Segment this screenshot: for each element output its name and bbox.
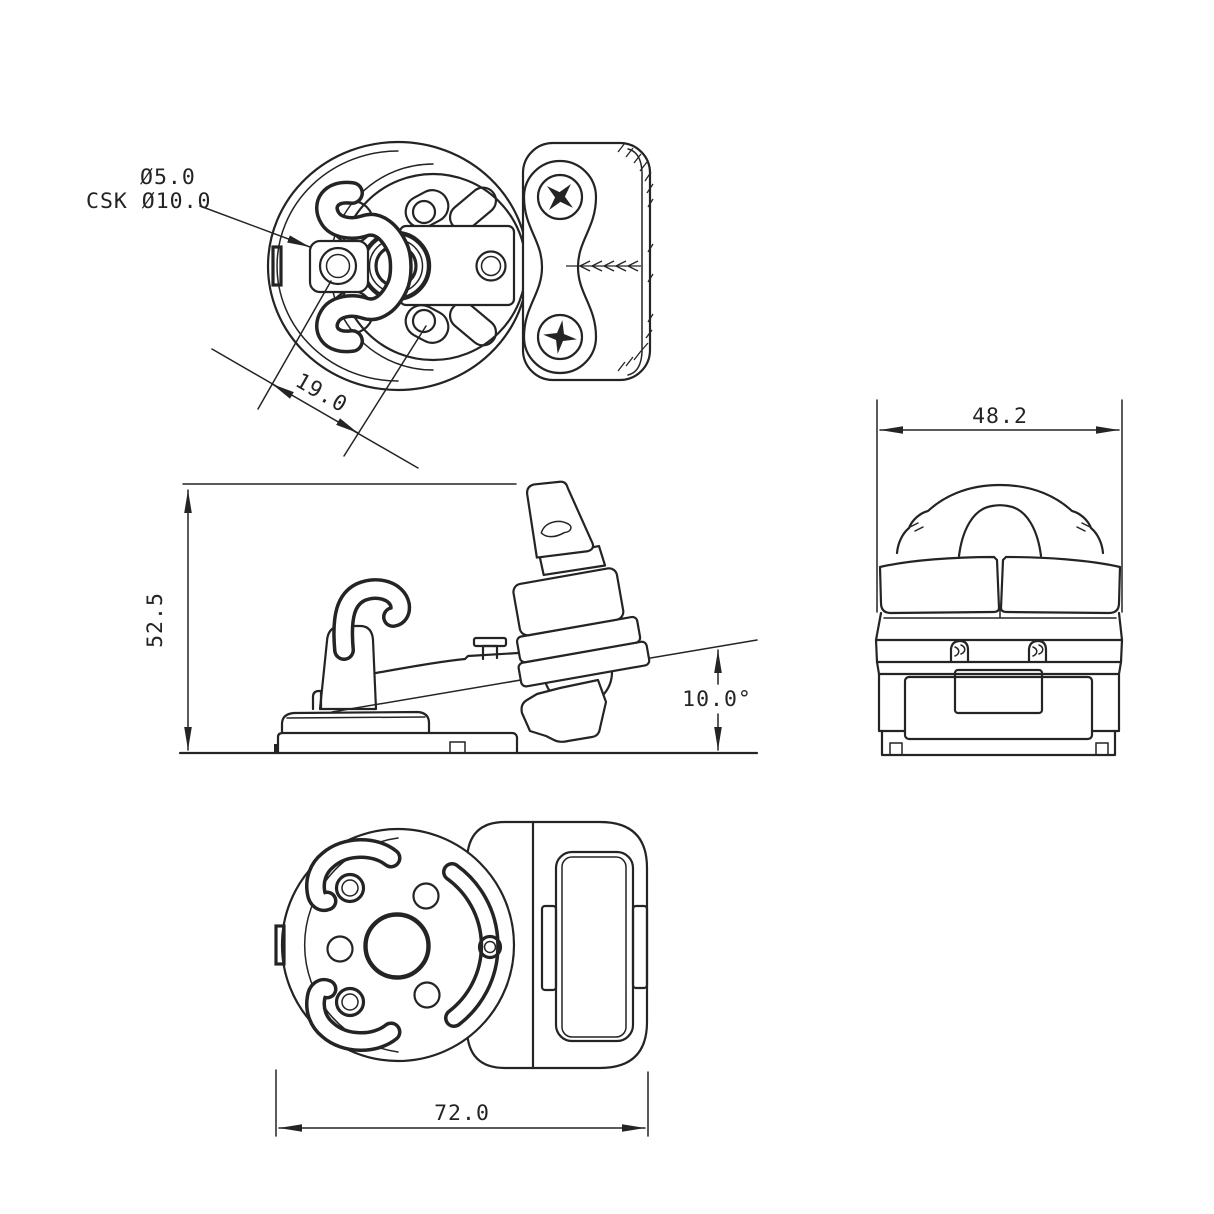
- phillips-screw-top-icon: [546, 183, 574, 211]
- dim-72: 72.0: [275, 1069, 649, 1137]
- dim-52-5-text: 52.5: [143, 592, 168, 648]
- base-skirt: [276, 731, 519, 755]
- dim-10deg: 10.0°: [682, 649, 752, 751]
- front-view: [874, 483, 1124, 757]
- dim-48-2: 48.2: [876, 399, 1123, 613]
- csk-hole-inner: [325, 253, 351, 279]
- cam-jaw-right: [999, 555, 1122, 615]
- spring-ear-right: [1027, 639, 1048, 663]
- phillips-screw-bottom-icon: [543, 320, 577, 354]
- screw-boss-bone: [522, 159, 598, 375]
- recess-tab-right: [631, 904, 649, 990]
- base-plate: [280, 710, 431, 735]
- base-left-tick: [274, 744, 278, 752]
- fairlead-arch-inner: [957, 504, 1043, 558]
- arc-slots: [305, 838, 500, 1052]
- csk-hole-outer: [318, 246, 358, 286]
- spring-ear-left: [949, 639, 970, 663]
- becket-guard: [520, 678, 608, 743]
- left-edge-tab: [271, 245, 283, 287]
- counterbore-hole-top: [334, 872, 366, 904]
- recess-tab-left: [540, 904, 558, 992]
- edge-hatching: [617, 142, 654, 372]
- release-button: [472, 636, 508, 661]
- side-view: [274, 480, 758, 755]
- disc-hole-2: [326, 935, 354, 963]
- cam-stack: [512, 567, 651, 688]
- center-bore: [363, 912, 431, 980]
- post-foot-tab: [311, 689, 323, 711]
- csk-leader-line: [199, 205, 311, 248]
- top-view: [266, 140, 654, 392]
- recess-outer: [554, 850, 635, 1043]
- cam-top-cap: [526, 480, 607, 577]
- arm-hole-outer: [475, 250, 507, 282]
- disc-hole-3: [413, 981, 441, 1009]
- arm-top-edge: [374, 650, 537, 675]
- recess-inner: [561, 856, 627, 1038]
- swivel-rings: [874, 611, 1124, 676]
- cap-lip-detail: [540, 520, 572, 538]
- mount-base: [877, 668, 1121, 757]
- csk-note-line1: Ø5.0: [140, 165, 196, 190]
- dim-72-text: 72.0: [434, 1101, 490, 1126]
- dim-19-text: 19.0: [291, 369, 352, 419]
- body-outline: [465, 820, 649, 1070]
- cam-jaw-left: [878, 555, 1001, 615]
- base-notch: [449, 741, 466, 754]
- mount-plate-tab: [953, 668, 1044, 715]
- arm-hole-inner: [480, 255, 502, 277]
- wire-fairlead: [315, 180, 413, 354]
- dim-10deg-text: 10.0°: [682, 687, 752, 712]
- disc-hole-1: [412, 882, 440, 910]
- csk-note-line2: CSK Ø10.0: [86, 189, 212, 214]
- set-screw-hole: [477, 934, 503, 960]
- disc-left-tab: [274, 924, 286, 966]
- screw-top-ring: [536, 173, 584, 221]
- dim-48-2-text: 48.2: [972, 404, 1028, 429]
- arch-shoulder-right: [1076, 522, 1091, 532]
- counterbore-hole-bottom: [334, 986, 366, 1018]
- bottom-view: [274, 820, 649, 1070]
- serration-symbol: [566, 260, 641, 272]
- swivel-base-inner-edge: [276, 150, 399, 382]
- mount-plate: [903, 675, 1094, 741]
- base-plate-edge: [286, 716, 426, 719]
- screw-bottom-ring: [536, 313, 584, 361]
- arch-shoulder-left: [909, 522, 924, 532]
- fairlead-arch-outer: [895, 483, 1105, 555]
- clamp-plate-inner-edge: [627, 148, 643, 376]
- disc-slots: [404, 186, 498, 347]
- wire-hook: [332, 578, 412, 661]
- dim-52-5: 52.5: [143, 483, 517, 751]
